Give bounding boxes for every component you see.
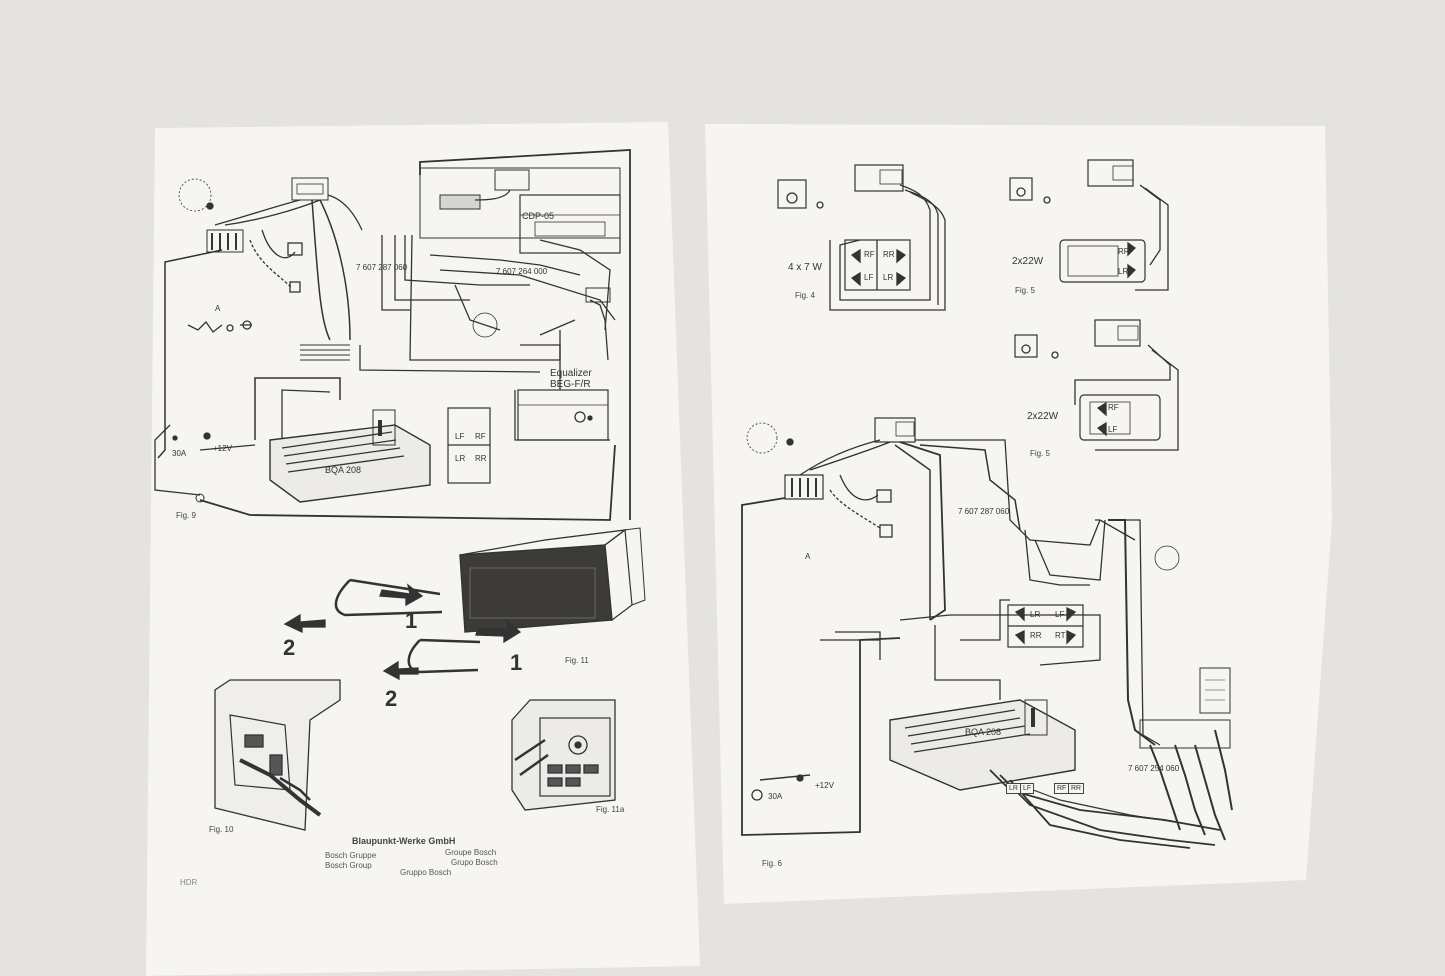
- fig11-step-2b: 2: [385, 686, 398, 711]
- fig4-caption: Fig. 4: [795, 291, 816, 300]
- fig5-top-caption: Fig. 5: [1015, 286, 1036, 295]
- cdp-label: CDP-05: [522, 211, 555, 221]
- footer-line-2: Bosch Group: [325, 861, 372, 870]
- fig6-output-lr: LR: [1006, 783, 1021, 794]
- equalizer-label: Equalizer: [550, 368, 592, 379]
- fig6-power-label: +12V: [815, 781, 834, 790]
- fig4-lf: LF: [864, 273, 874, 282]
- fig6-part-number-1: 7 607 287 060: [958, 507, 1010, 516]
- fig11a-caption: Fig. 11a: [596, 805, 625, 814]
- footer-line-3: Groupe Bosch: [445, 848, 497, 857]
- fig9-speaker-rr: RR: [475, 454, 487, 463]
- fig5-top-speaker-diagram: [1009, 159, 1169, 291]
- fig6-output-lf: LF: [1020, 783, 1035, 794]
- fig6-part-number-2: 7 607 254 060: [1128, 764, 1180, 773]
- fig6-lr: LR: [1030, 610, 1041, 619]
- footer-code: HDR: [180, 878, 198, 887]
- fig6-rr: RR: [1030, 631, 1042, 640]
- left-manual-page: [146, 122, 700, 976]
- fig9-speaker-lr: LR: [455, 454, 466, 463]
- footer-line-5: Grupo Bosch: [451, 858, 498, 867]
- fig10-mounting-diagram: [214, 679, 341, 831]
- fig6-amplifier-label: BQA 208: [965, 727, 1002, 737]
- fig4-power: 4 x 7 W: [788, 262, 822, 273]
- fig5-bottom-rf: RF: [1108, 403, 1119, 412]
- fig6-caption: Fig. 6: [762, 859, 783, 868]
- fig11a-radio-diagram: [511, 699, 616, 811]
- fig11-step-1a: 1: [405, 608, 418, 633]
- fig9-fuse-label: 30A: [172, 449, 187, 458]
- footer-line-1: Bosch Gruppe: [325, 851, 377, 860]
- fig9-wiring-diagram: [154, 149, 631, 521]
- fig11-step-2a: 2: [283, 635, 296, 660]
- fig9-part-number-2: 7 607 264 000: [496, 267, 548, 276]
- fig9-speaker-rf: RF: [475, 432, 486, 441]
- fig5-bottom-speaker-diagram: [1014, 319, 1179, 451]
- fig4-speaker-diagram: [777, 164, 946, 311]
- fig5-bottom-caption: Fig. 5: [1030, 449, 1051, 458]
- fig5-top-lr: LR: [1118, 267, 1129, 276]
- fig6-output-rr: RR: [1068, 783, 1085, 794]
- fig11-step-1b: 1: [510, 650, 523, 675]
- fig9-marker-a: A: [215, 304, 221, 313]
- fig6-rt: RT: [1055, 631, 1066, 640]
- fig6-marker-a: A: [805, 552, 811, 561]
- fig9-power-label: +12V: [213, 444, 232, 453]
- fig4-rr: RR: [883, 250, 895, 259]
- fig11-caption: Fig. 11: [565, 656, 589, 665]
- footer-line-4: Gruppo Bosch: [400, 868, 452, 877]
- fig9-amplifier-label: BQA 208: [325, 465, 362, 475]
- fig11-removal-diagram: [283, 527, 646, 681]
- equalizer-model: BEG-F/R: [550, 379, 591, 390]
- fig5-top-power: 2x22W: [1012, 256, 1044, 267]
- fig9-part-number-1: 7 607 287 060: [356, 263, 408, 272]
- fig6-lf: LF: [1055, 610, 1065, 619]
- fig6-wiring-diagram: [741, 417, 1233, 849]
- fig5-top-rr: RR: [1118, 247, 1130, 256]
- fig9-speaker-lf: LF: [455, 432, 465, 441]
- fig6-fuse-label: 30A: [768, 792, 783, 801]
- fig9-caption: Fig. 9: [176, 511, 197, 520]
- fig4-rf: RF: [864, 250, 875, 259]
- fig4-lr: LR: [883, 273, 894, 282]
- fig5-bottom-lf: LF: [1108, 425, 1118, 434]
- fig5-bottom-power: 2x22W: [1027, 411, 1059, 422]
- fig10-caption: Fig. 10: [209, 825, 234, 834]
- footer-company: Blaupunkt-Werke GmbH: [352, 836, 456, 846]
